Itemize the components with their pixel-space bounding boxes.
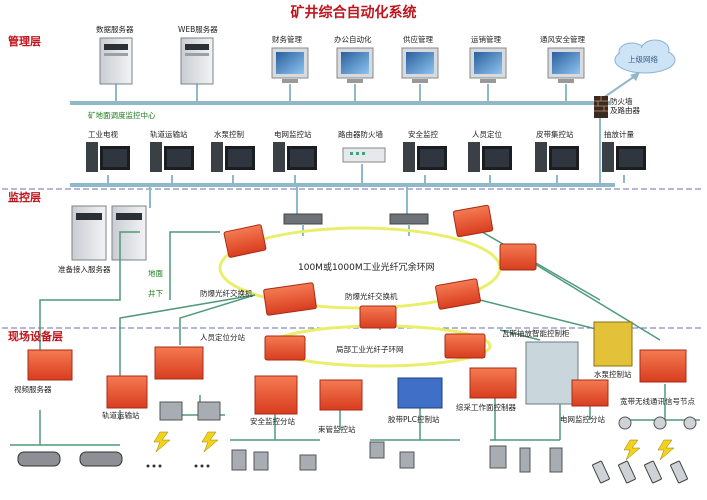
web-server-label: WEB服务器 <box>178 25 218 34</box>
sensor-icons <box>159 401 563 473</box>
monitor-label-2: 水泵控制 <box>214 130 244 139</box>
office-label-3: 运销管理 <box>471 35 501 44</box>
switch-label-left: 防爆光纤交换机 <box>200 289 253 298</box>
lightning-icons <box>153 431 675 461</box>
office-label-0: 财务管理 <box>272 35 302 44</box>
data-server-label: 数据服务器 <box>96 25 134 34</box>
monitor-label-3: 电网监控站 <box>274 130 312 139</box>
field-label-wireless: 宽带无线通讯信号节点 <box>620 397 695 406</box>
surface-label: 地面 <box>148 269 163 278</box>
workstation-icons <box>86 142 646 172</box>
layer-label-management: 管理层 <box>8 35 41 48</box>
antenna-icons <box>618 416 697 430</box>
management-bus <box>70 101 610 105</box>
field-device-boxes <box>27 321 687 415</box>
cloud-label: 上级网络 <box>628 55 658 64</box>
monitor-label-0: 工业电视 <box>88 130 118 139</box>
field-label-face: 综采工作面控制器 <box>456 403 516 412</box>
router-icon <box>342 147 386 163</box>
gas-cabinet <box>525 341 579 405</box>
plc-box <box>397 377 443 409</box>
office-monitor-icons <box>271 47 585 83</box>
main-ring-label: 100M或1000M工业光纤冗余环网 <box>298 263 435 273</box>
sub-ring-label: 局部工业光纤子环网 <box>336 345 404 354</box>
web-server-icon <box>180 37 214 85</box>
monitor-label-6: 人员定位 <box>472 130 502 139</box>
backbone-switch-left <box>283 213 323 225</box>
camera-icons <box>17 451 123 467</box>
monitoring-bus <box>70 183 615 187</box>
phone-icons <box>592 460 688 484</box>
center-label: 矿地面调度监控中心 <box>88 111 156 120</box>
firewall-label: 防火墙 及路由器 <box>610 97 640 115</box>
standby-server-icon <box>71 205 147 261</box>
field-label-video: 视频服务器 <box>14 385 52 394</box>
office-label-2: 供应管理 <box>403 35 433 44</box>
office-label-1: 办公自动化 <box>334 35 372 44</box>
uplink-arrow <box>602 75 636 99</box>
field-label-belt-plc: 胶带PLC控制站 <box>388 415 440 424</box>
field-label-personnel: 人员定位分站 <box>200 333 245 342</box>
monitor-label-4: 路由器防火墙 <box>338 130 383 139</box>
field-label-beam: 束管监控站 <box>318 425 356 434</box>
switch-label-right: 防爆光纤交换机 <box>345 292 398 301</box>
field-label-pump: 水泵控制站 <box>594 370 632 379</box>
monitor-label-7: 皮带集控站 <box>536 130 574 139</box>
cloud-icon <box>614 39 676 74</box>
ellipsis-dots <box>146 464 210 468</box>
firewall-icon <box>594 96 608 118</box>
field-label-grid: 电网监控分站 <box>560 415 605 424</box>
monitor-label-8: 抽放计量 <box>604 130 634 139</box>
layer-label-monitoring: 监控层 <box>8 191 41 204</box>
data-server-icon <box>99 37 133 85</box>
ring-switch-boxes <box>223 204 537 361</box>
standby-server-label: 准备接入服务器 <box>58 265 111 274</box>
field-label-safety: 安全监控分站 <box>250 417 295 426</box>
layer-label-field: 现场设备层 <box>8 330 63 343</box>
backbone-switch-right <box>389 213 429 225</box>
pump-box <box>593 321 633 367</box>
field-label-gas: 瓦斯抽放智能控制柜 <box>502 329 570 338</box>
page-title: 矿井综合自动化系统 <box>290 5 417 21</box>
field-label-rail: 轨道运输站 <box>102 411 140 420</box>
monitor-label-5: 安全监控 <box>408 130 438 139</box>
office-label-4: 通风安全管理 <box>540 35 585 44</box>
monitor-label-1: 轨道运输站 <box>150 130 188 139</box>
underground-label: 井下 <box>148 289 163 298</box>
